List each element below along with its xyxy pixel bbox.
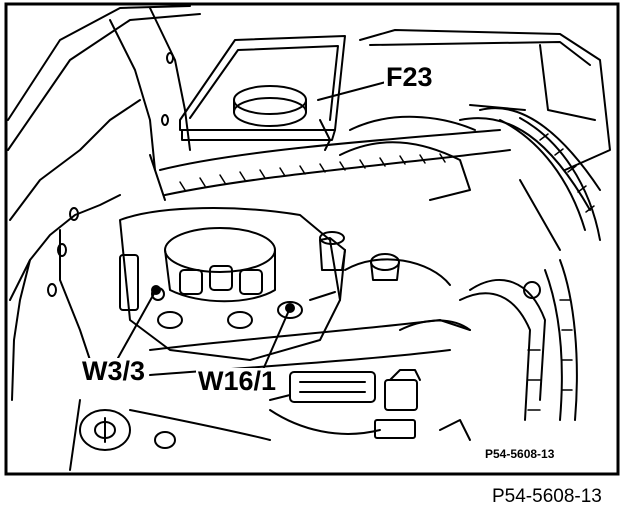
air-filter-housing (179, 35, 346, 151)
illustration-frame (4, 2, 620, 476)
callout-w16-1: W16/1 (196, 366, 279, 396)
callout-leaders (117, 81, 387, 373)
strut-tower (319, 231, 451, 301)
electrical-connector (269, 369, 471, 441)
engine-block (119, 207, 341, 361)
reservoir-cap (69, 399, 271, 471)
callout-w3-3: W3/3 (80, 356, 148, 386)
inner-figure-id: P54-5608-13 (484, 447, 556, 461)
cross-member (149, 319, 471, 376)
intake-duct (149, 107, 601, 211)
callout-f23: F23 (384, 62, 435, 92)
left-fender-panel (7, 5, 201, 401)
figure-reference: P54-5608-13 (492, 486, 602, 507)
wiring-harness-right (459, 117, 601, 421)
